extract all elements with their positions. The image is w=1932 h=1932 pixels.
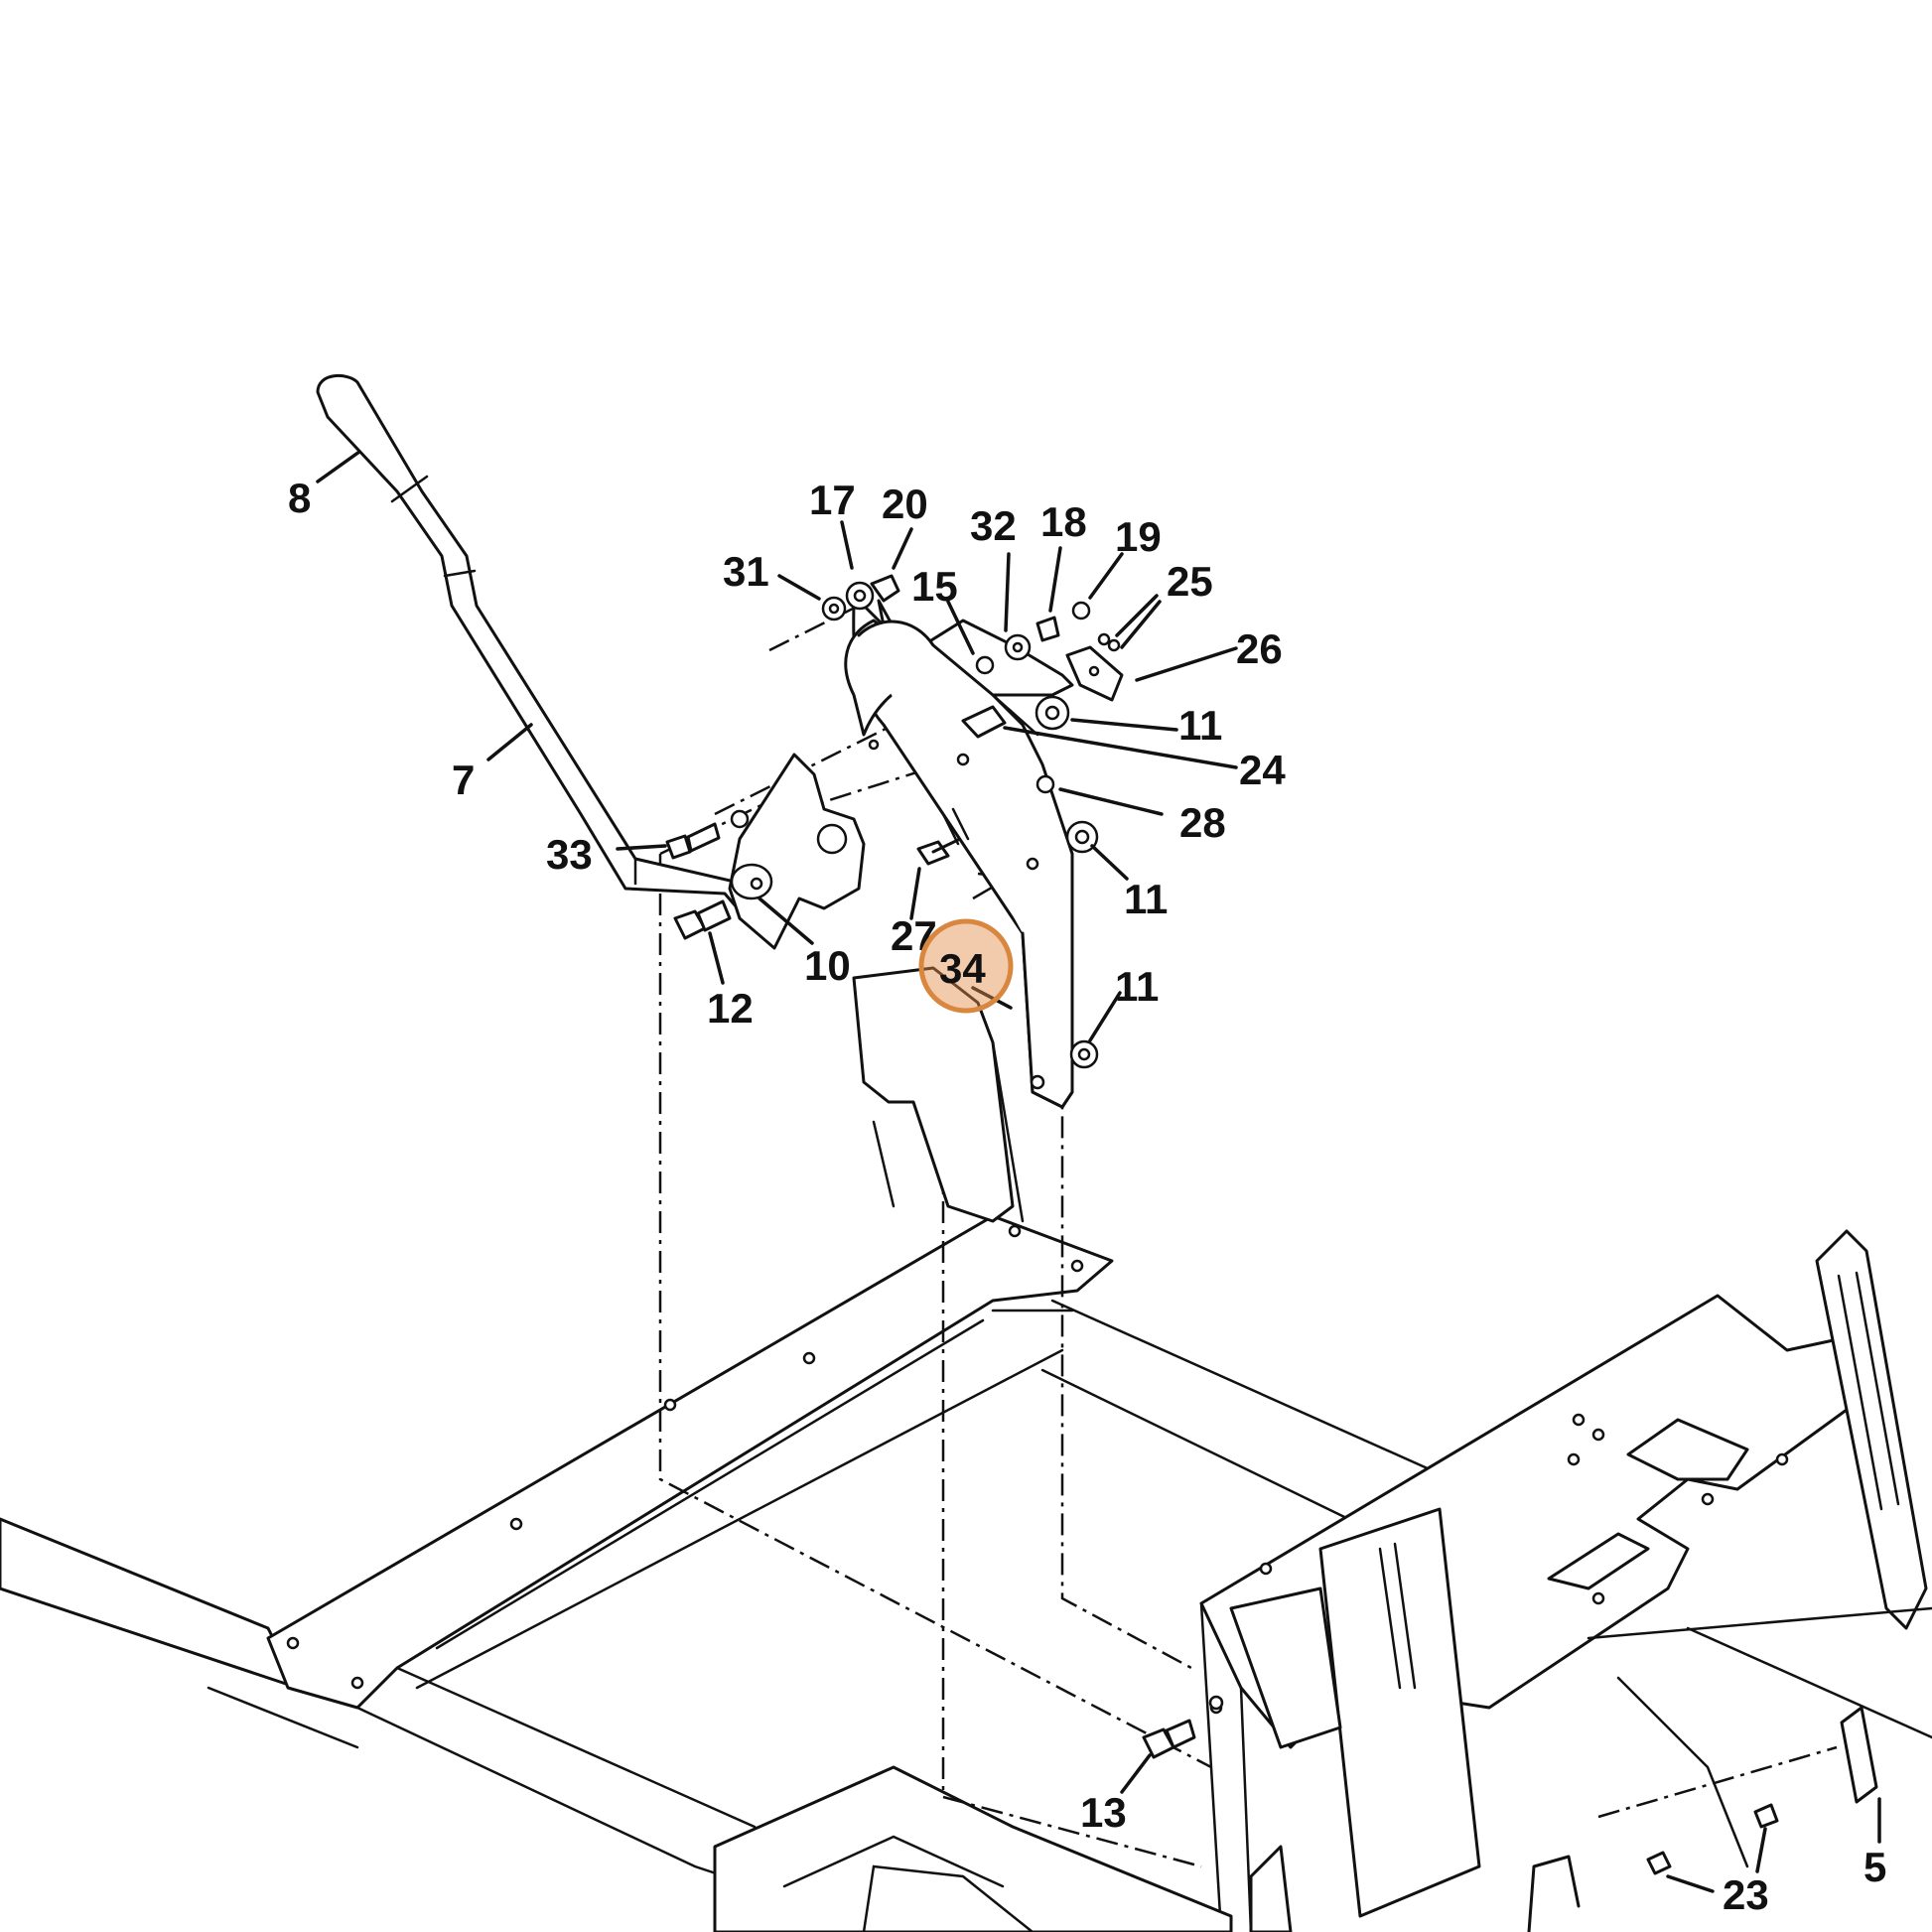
upright-bracket [844,594,1074,1109]
callout-19: 19 [1115,513,1162,560]
callout-23: 23 [1723,1871,1769,1918]
callout-31: 31 [723,548,769,595]
callout-labels: 8 7 17 20 31 15 32 18 19 25 26 11 24 28 … [288,475,1886,1918]
callout-18: 18 [1040,498,1087,545]
callout-12: 12 [707,985,754,1032]
callout-5: 5 [1863,1844,1886,1890]
callout-25: 25 [1167,558,1213,605]
callout-32: 32 [970,502,1017,549]
callout-27: 27 [891,912,937,959]
callout-11-lower: 11 [1115,963,1159,1010]
callout-34: 34 [939,945,986,992]
callout-33: 33 [546,831,593,878]
callout-7: 7 [452,757,475,803]
callout-26: 26 [1236,625,1283,672]
callout-8: 8 [288,475,311,521]
callout-13: 13 [1080,1789,1127,1836]
callout-20: 20 [882,481,928,527]
seat-box-assembly [1199,1229,1932,1932]
callout-17: 17 [809,477,856,523]
highlighted-callout-34[interactable]: 34 [918,918,1014,1014]
leader-lines [316,450,1881,1893]
callout-28: 28 [1179,799,1226,846]
highlight-ring [918,918,1014,1014]
callout-11-middle: 11 [1124,876,1168,922]
callout-11-upper: 11 [1178,702,1222,749]
battery-tray [713,1765,1293,1932]
callout-10: 10 [804,942,851,989]
hardware [665,574,1779,1875]
callout-24: 24 [1239,747,1286,793]
callout-15: 15 [911,563,958,610]
fender-plate [852,966,1025,1223]
